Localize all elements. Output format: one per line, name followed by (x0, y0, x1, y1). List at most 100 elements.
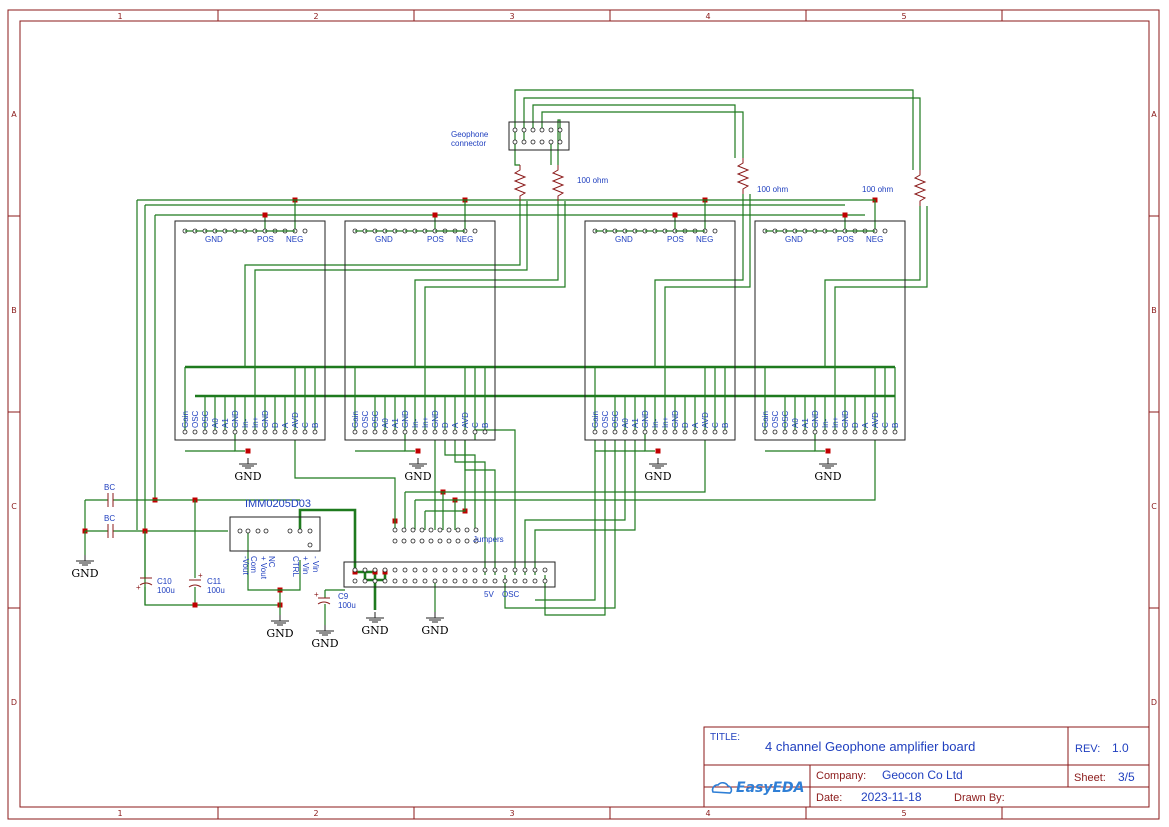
amp-bottom-pin (272, 429, 278, 435)
header-pin (452, 567, 458, 573)
amp-pin-label: GND (401, 410, 410, 428)
jumper-pin (419, 527, 425, 533)
amp-bottom-pin (432, 429, 438, 435)
capacitor-c11: + C11 100u (188, 571, 225, 595)
dcdc-pin (307, 542, 313, 548)
amp-bottom-pin (782, 429, 788, 435)
amp-neg-label: NEG (286, 235, 303, 244)
cloud-logo-icon (711, 781, 733, 794)
amp-pin-label: In+ (831, 416, 840, 428)
dcdc-pin-label: + Vin (301, 556, 310, 574)
header-pin (512, 567, 518, 573)
amp-bottom-pin (882, 429, 888, 435)
amp-bottom-pin (232, 429, 238, 435)
sheet-caption: Sheet: (1074, 772, 1106, 784)
gnd-label: GND (234, 470, 261, 483)
resistor-r4: 100 ohm (862, 170, 927, 206)
amp-bottom-pin (362, 429, 368, 435)
amp-pos-label: POS (427, 235, 444, 244)
header-pin (412, 578, 418, 584)
amp-pin-label: C (301, 422, 310, 428)
jumpers-label: Jumpers (473, 535, 504, 544)
amp-outline (174, 220, 326, 441)
gnd-label: GND (644, 470, 671, 483)
amp-bottom-pin (762, 429, 768, 435)
geophone-pin (548, 127, 554, 133)
amp-gnd-label: GND (785, 235, 803, 244)
header-pin (412, 567, 418, 573)
amp-pin-label: A1 (221, 418, 230, 428)
header-pin (482, 578, 488, 584)
geophone-wire (824, 206, 921, 367)
amp-pin-label: GND (671, 410, 680, 428)
header-pin (442, 578, 448, 584)
amp-pin-label: B (481, 423, 490, 428)
geophone-wire (514, 142, 520, 166)
date-value: 2023-11-18 (861, 790, 922, 804)
company-caption: Company: (816, 770, 866, 782)
dcdc-pin (307, 528, 313, 534)
ground-symbol: GND (234, 458, 262, 483)
jumper-pin (437, 538, 443, 544)
jumper-pin (437, 527, 443, 533)
amp-pin-label: OSC (601, 410, 610, 428)
amp-bottom-pin (382, 429, 388, 435)
dcdc-pin (237, 528, 243, 534)
amp-pin-label: D (271, 422, 280, 428)
amp-pos-label: POS (257, 235, 274, 244)
amp-bottom-pin (682, 429, 688, 435)
amp-pin-label: A1 (801, 418, 810, 428)
amp-pin-label: A1 (631, 418, 640, 428)
power-feed (298, 508, 357, 572)
geophone-wire (244, 201, 521, 367)
main-header: 5V OSC (343, 561, 556, 599)
amp-pin-label: GND (841, 410, 850, 428)
sheet-frame (7, 9, 1160, 820)
amp-bottom-pin (852, 429, 858, 435)
amp-pin-label: OSC (771, 410, 780, 428)
dcdc-pin-label: - Vin (311, 556, 320, 572)
amp-pin-label: B (311, 423, 320, 428)
amp-pin-label: GND (811, 410, 820, 428)
amp-pin-label: In- (821, 418, 830, 428)
amp-pin-label: GND (431, 410, 440, 428)
zone-row-right: D (1151, 698, 1157, 707)
jumper-pin (401, 527, 407, 533)
junction (672, 212, 678, 218)
jumper-pin (392, 538, 398, 544)
geophone-wire (532, 104, 736, 158)
title-block: TITLE: 4 channel Geophone amplifier boar… (703, 726, 1150, 808)
jumper-pin (446, 538, 452, 544)
c11-ref: C11 (207, 577, 222, 586)
dcdc-pin-label: CTRL (291, 556, 300, 577)
zone-column-bottom: 1 (117, 809, 122, 818)
jumper-pin (401, 538, 407, 544)
dcdc-pin (287, 528, 293, 534)
svg-text:+: + (314, 590, 319, 599)
amp-pin-label: A (691, 422, 700, 428)
dcdc-pin (297, 528, 303, 534)
geophone-pin (557, 127, 563, 133)
amp-top-pin (882, 228, 888, 234)
amp-gnd-label: GND (205, 235, 223, 244)
header-pin (352, 567, 358, 573)
ground-symbol: GND (361, 612, 389, 637)
jumper-block: Jumpers (473, 535, 504, 544)
junction (842, 212, 848, 218)
amp-bottom-pin (672, 429, 678, 435)
amp-pin-label: OSC (611, 410, 620, 428)
amp-pin-label: Gain (351, 411, 360, 428)
amp-pin-label: D (441, 422, 450, 428)
amp-bottom-pin (262, 429, 268, 435)
amp-pin-label: A (451, 422, 460, 428)
dcdc-pin-label: NC (267, 556, 276, 568)
amp-pin-label: Gain (761, 411, 770, 428)
header-pin (402, 567, 408, 573)
header-pin (392, 578, 398, 584)
zone-row-right: A (1151, 110, 1157, 119)
amp-pin-label: A1 (391, 418, 400, 428)
header-pin (502, 578, 508, 584)
c11-value: 100u (207, 586, 225, 595)
jumper-wire (405, 440, 706, 493)
ground-symbol: GND (404, 458, 432, 483)
